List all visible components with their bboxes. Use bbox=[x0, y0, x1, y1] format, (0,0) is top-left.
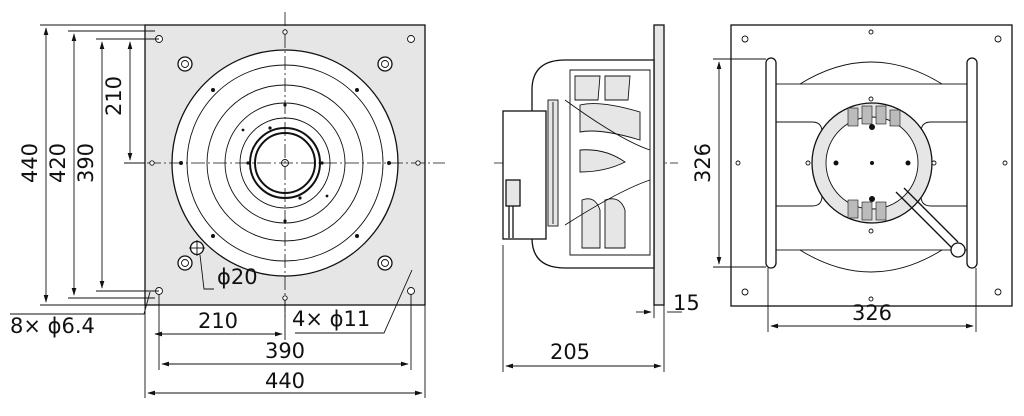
side-depth-dim: 205 bbox=[550, 340, 590, 364]
ring-dots bbox=[179, 88, 391, 238]
rear-motor-fins bbox=[847, 105, 901, 221]
height-dim-390: 390 bbox=[74, 143, 98, 183]
rear-bottom-curve bbox=[799, 249, 943, 273]
rear-cable bbox=[895, 191, 953, 249]
rear-width-dim: 326 bbox=[852, 301, 892, 325]
side-impeller bbox=[564, 69, 651, 256]
hole-leader-line bbox=[10, 291, 151, 315]
height-dim-420: 420 bbox=[46, 143, 70, 183]
side-view: 205 15 bbox=[494, 24, 700, 372]
width-dim-210: 210 bbox=[198, 309, 238, 333]
side-mounting-plate bbox=[653, 24, 665, 306]
side-motor bbox=[502, 110, 547, 240]
rear-handle-right bbox=[966, 57, 978, 269]
width-dim-390: 390 bbox=[265, 339, 305, 363]
bolt-label: 4× ϕ11 bbox=[292, 307, 370, 331]
rear-height-dim: 326 bbox=[691, 143, 715, 183]
front-width-dims bbox=[144, 295, 426, 398]
height-dim-440: 440 bbox=[18, 143, 42, 183]
front-view: 440 420 390 210 8× ϕ6.4 ϕ20 4× ϕ11 210 3… bbox=[10, 12, 445, 398]
rear-view: 326 326 bbox=[691, 24, 1013, 332]
side-flange-dim: 15 bbox=[673, 291, 700, 315]
rear-top-curve bbox=[799, 61, 943, 85]
hole-pattern-label: 8× ϕ6.4 bbox=[10, 314, 95, 338]
side-junction-box bbox=[505, 179, 521, 207]
cable-hole-label: ϕ20 bbox=[217, 265, 258, 289]
rear-handle-left bbox=[765, 57, 777, 269]
bolt-heads bbox=[177, 56, 393, 271]
bolt-leader-line bbox=[295, 269, 413, 334]
front-height-dims bbox=[40, 24, 159, 306]
width-dim-440: 440 bbox=[265, 369, 305, 393]
height-dim-210: 210 bbox=[102, 76, 126, 116]
rear-holes bbox=[735, 29, 1008, 302]
cable-hole-leader bbox=[199, 254, 214, 290]
